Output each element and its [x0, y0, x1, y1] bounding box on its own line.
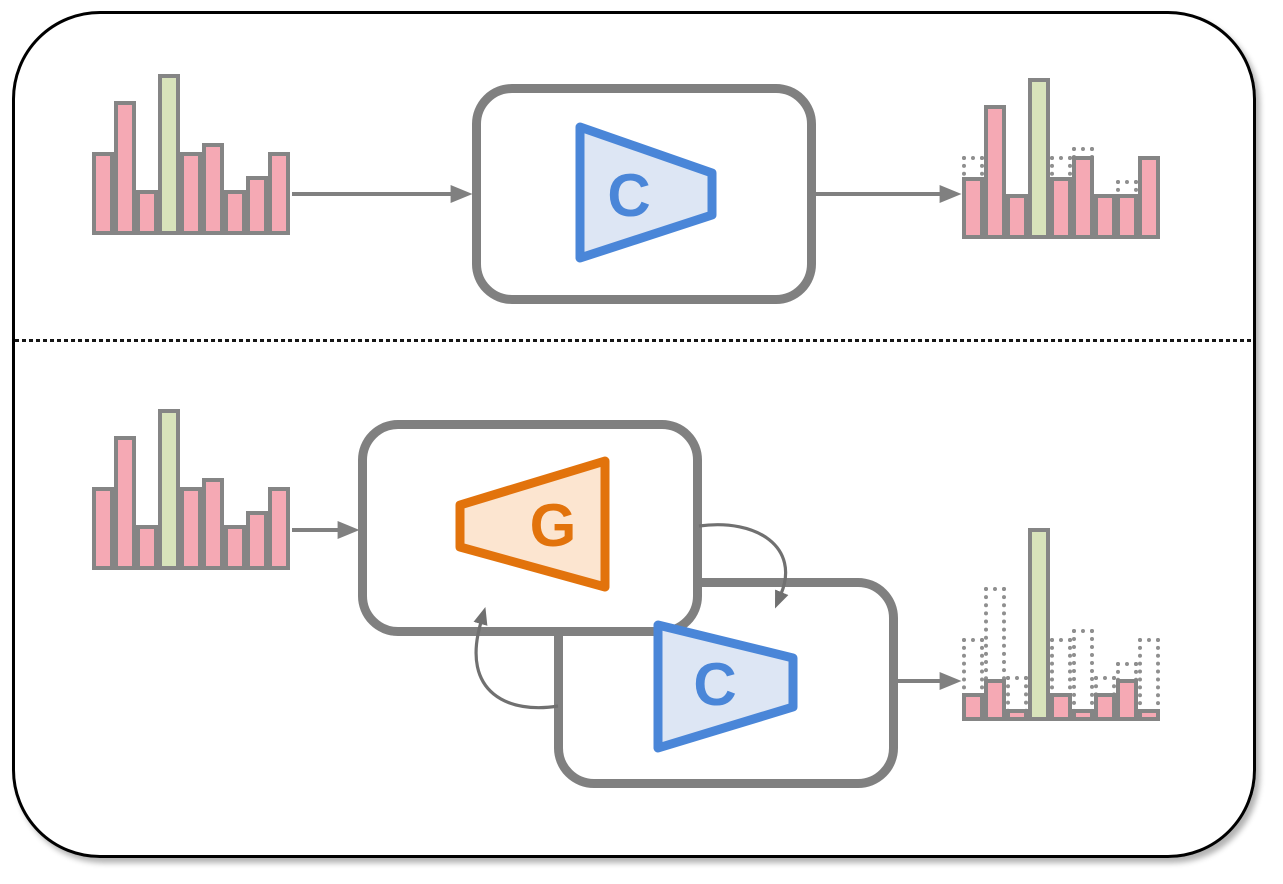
bar-8 — [268, 152, 290, 235]
bar-2 — [136, 525, 158, 570]
bar-2 — [1006, 709, 1028, 721]
bar-5 — [1072, 156, 1094, 239]
bar-7 — [1116, 679, 1138, 721]
bar-4 — [180, 487, 202, 570]
bar-4 — [180, 152, 202, 235]
bar-6 — [1094, 693, 1116, 721]
bar-0 — [962, 177, 984, 239]
bar-7 — [1116, 194, 1138, 239]
bar-8 — [1138, 709, 1160, 721]
highlight-bar-3 — [1028, 528, 1050, 721]
bar-0 — [92, 487, 114, 570]
bar-5 — [202, 478, 224, 570]
bar-1 — [114, 436, 136, 570]
bar-7 — [246, 176, 268, 235]
bar-6 — [224, 525, 246, 570]
bar-4 — [1050, 693, 1072, 721]
bar-8 — [268, 487, 290, 570]
histogram-output-bottom — [962, 511, 1160, 721]
histogram-input-bottom — [92, 360, 290, 570]
highlight-bar-3 — [158, 74, 180, 235]
bar-6 — [1094, 194, 1116, 239]
bar-1 — [114, 101, 136, 235]
generator-box — [358, 420, 702, 636]
classifier-box-top — [472, 84, 816, 304]
histogram-input-top — [92, 25, 290, 235]
bar-0 — [962, 693, 984, 721]
bar-2 — [136, 190, 158, 235]
bar-6 — [224, 190, 246, 235]
bar-7 — [246, 511, 268, 570]
bar-8 — [1138, 156, 1160, 239]
ghost-bar-5 — [1072, 629, 1094, 721]
histogram-output-top — [962, 29, 1160, 239]
outer-frame — [12, 11, 1256, 858]
panel-divider-dotted-line — [15, 339, 1252, 342]
highlight-bar-3 — [1028, 78, 1050, 239]
bar-0 — [92, 152, 114, 235]
bar-1 — [984, 679, 1006, 721]
bar-1 — [984, 105, 1006, 239]
bar-4 — [1050, 177, 1072, 239]
highlight-bar-3 — [158, 409, 180, 570]
bar-5 — [1072, 709, 1094, 721]
bar-2 — [1006, 194, 1028, 239]
bar-5 — [202, 143, 224, 235]
